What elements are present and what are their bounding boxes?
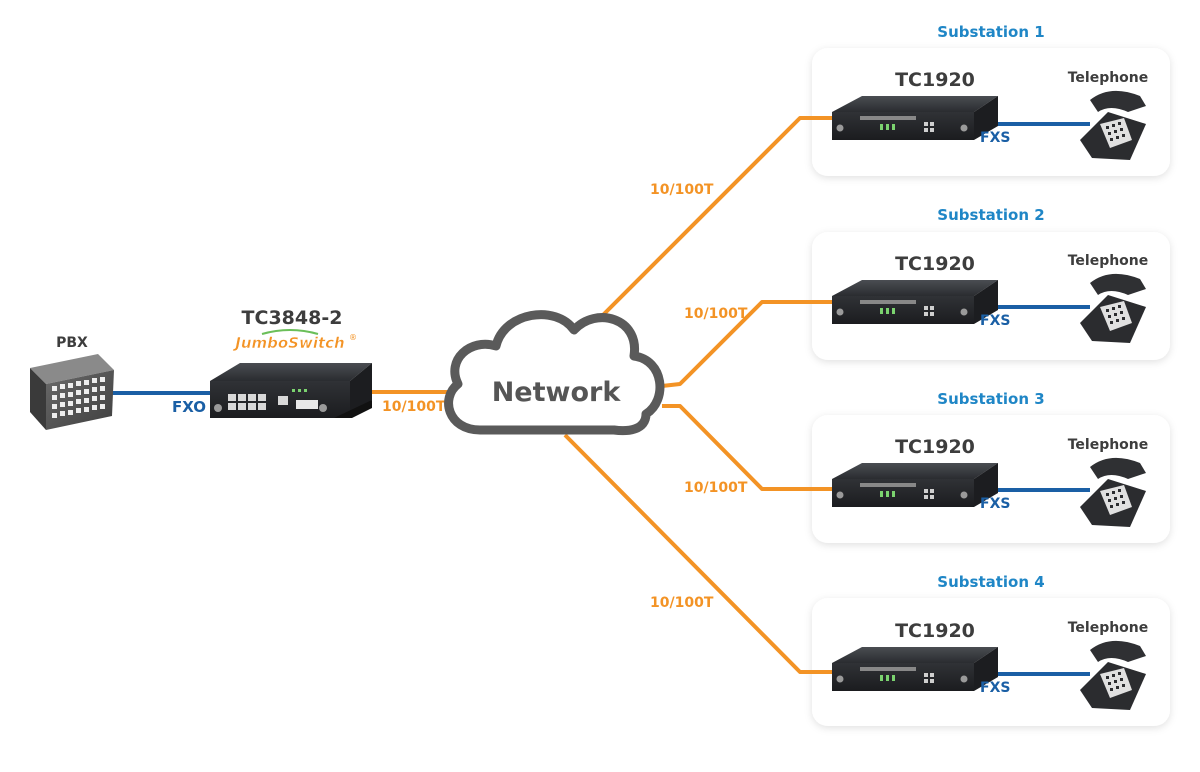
uplink-label: 10/100T <box>382 399 446 415</box>
link-label-3: 10/100T <box>684 480 748 496</box>
fxo-label: FXO <box>172 398 206 416</box>
pbx-label: PBX <box>56 335 88 351</box>
fxs-label-1: FXS <box>980 130 1010 146</box>
telephone-label-4: Telephone <box>1068 620 1149 636</box>
tc1920-device-icon-4 <box>832 647 998 691</box>
tc1920-label-4: TC1920 <box>895 620 975 642</box>
telephone-icon-4 <box>1080 640 1146 710</box>
ethernet-link-2 <box>661 300 836 388</box>
fxs-label-3: FXS <box>980 496 1010 512</box>
tc1920-device-icon-2 <box>832 280 998 324</box>
fxs-label-4: FXS <box>980 680 1010 696</box>
tc3848-model-label: TC3848-2 <box>242 307 343 329</box>
tc1920-label-1: TC1920 <box>895 69 975 91</box>
jumboswitch-mark: ® <box>349 333 357 342</box>
substation-title-4: Substation 4 <box>937 573 1044 591</box>
substation-title-3: Substation 3 <box>937 390 1044 408</box>
telephone-label-2: Telephone <box>1068 253 1149 269</box>
tc1920-device-icon-3 <box>832 463 998 507</box>
link-label-2: 10/100T <box>684 306 748 322</box>
pbx-icon <box>30 354 114 430</box>
ethernet-link-4 <box>563 433 836 674</box>
jumboswitch-logo: JumboSwitch ® <box>232 329 357 352</box>
fxs-label-2: FXS <box>980 313 1010 329</box>
tc3848-device-icon <box>210 363 372 418</box>
telephone-label-1: Telephone <box>1068 70 1149 86</box>
ethernet-link-1 <box>598 116 836 320</box>
telephone-icon-2 <box>1080 273 1146 343</box>
link-label-1: 10/100T <box>650 182 714 198</box>
telephone-icon-1 <box>1080 90 1146 160</box>
tc1920-label-3: TC1920 <box>895 436 975 458</box>
network-cloud <box>444 310 665 436</box>
substation-title-2: Substation 2 <box>937 206 1044 224</box>
network-label: Network <box>492 377 622 408</box>
jumboswitch-brand: JumboSwitch <box>232 334 344 352</box>
ethernet-link-3 <box>662 404 836 491</box>
tc1920-label-2: TC1920 <box>895 253 975 275</box>
substation-title-1: Substation 1 <box>937 23 1044 41</box>
telephone-icon-3 <box>1080 457 1146 527</box>
tc1920-device-icon-1 <box>832 96 998 140</box>
telephone-label-3: Telephone <box>1068 437 1149 453</box>
link-label-4: 10/100T <box>650 595 714 611</box>
